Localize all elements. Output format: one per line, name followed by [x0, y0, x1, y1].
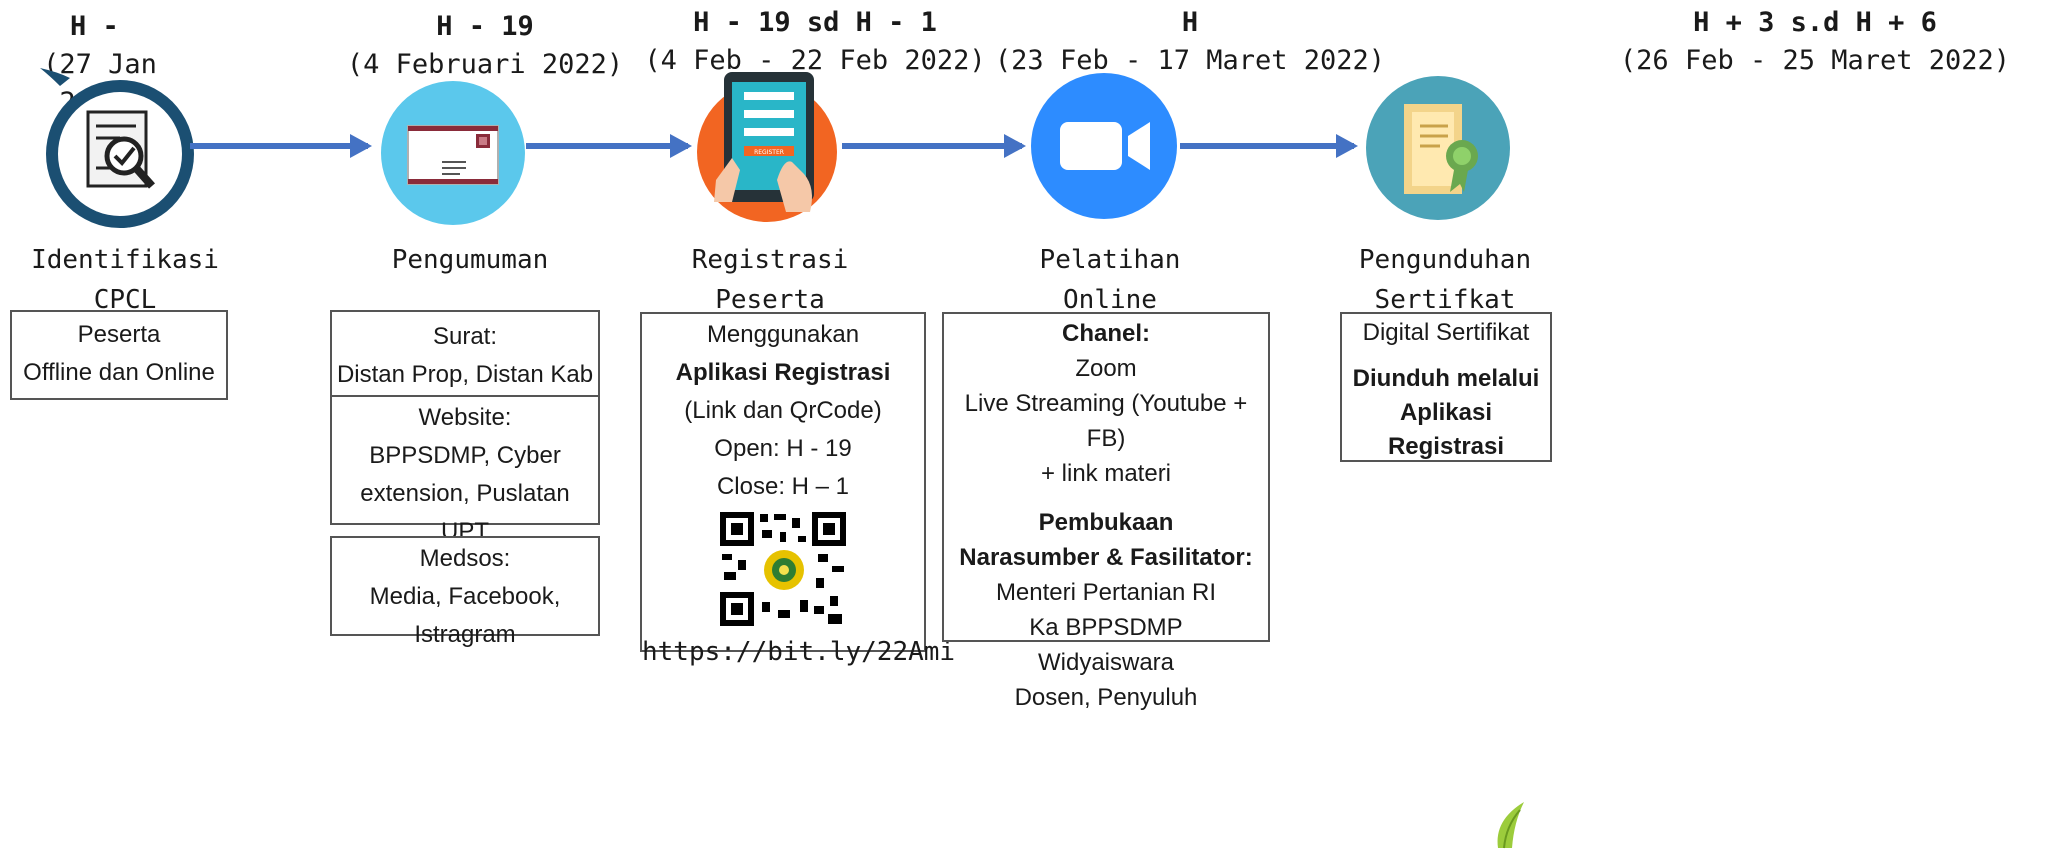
box-sertifikat-bold3: Registrasi: [1387, 433, 1505, 460]
step3-h-label: H - 19 sd H - 1: [693, 7, 937, 38]
arrow-2-3: [526, 134, 692, 158]
step2-h-label: H - 19: [436, 11, 534, 42]
step5-title-line1: Pengunduhan: [1358, 245, 1532, 275]
step2-header: H - 19 (4 Februari 2022): [340, 8, 630, 84]
box-peserta-line1: Peserta: [77, 321, 161, 348]
qr-code-icon: [718, 510, 848, 628]
step4-title: Pelatihan Online: [1010, 240, 1210, 320]
step2-title-line1: Pengumuman: [391, 245, 549, 275]
step3-title-line1: Registrasi: [691, 245, 849, 275]
step5-title-line2: Sertifkat: [1374, 285, 1516, 315]
box-website-line2: BPPSDMP, Cyber: [369, 442, 561, 469]
step3-title-line2: Peserta: [715, 285, 825, 315]
step2-date: (4 Februari 2022): [346, 49, 624, 80]
arrow-3-4: [842, 134, 1026, 158]
step1-title: Identifikasi CPCL: [20, 240, 230, 320]
step5-h-label: H + 3 s.d H + 6: [1693, 7, 1937, 38]
step1-title-line1: Identifikasi: [31, 245, 219, 275]
box-registrasi-bold: Aplikasi Registrasi: [675, 359, 891, 386]
box-sertifikat-bold1: Diunduh melalui: [1352, 365, 1540, 392]
box-surat-line1: Surat:: [432, 323, 498, 350]
tablet-register-icon: REGISTER: [692, 62, 842, 222]
box-pelatihan-person2: Ka BPPSDMP: [1029, 614, 1183, 641]
box-medsos-line2: Media, Facebook,: [369, 583, 561, 610]
zoom-camera-icon: [1030, 72, 1178, 220]
document-magnifier-icon: [40, 68, 196, 228]
box-registrasi-line3: Open: H - 19: [714, 435, 852, 462]
box-pelatihan-chanel-line2: Live Streaming (Youtube + FB): [964, 390, 1248, 452]
step4-title-line1: Pelatihan: [1039, 245, 1181, 275]
box-medsos: Medsos: Media, Facebook, Istragram: [330, 536, 600, 648]
box-sertifikat: Digital Sertifikat Diunduh melalui Aplik…: [1340, 312, 1552, 462]
registration-url[interactable]: https://bit.ly/22Ami: [642, 637, 956, 667]
box-surat: Surat: Distan Prop, Distan Kab: [330, 310, 600, 402]
box-medsos-line1: Medsos:: [419, 545, 511, 572]
box-peserta-line2: Offline dan Online: [23, 359, 215, 386]
box-pelatihan-person3: Widyaiswara: [1037, 649, 1175, 676]
step4-h-label: H: [1181, 7, 1199, 38]
certificate-icon: [1364, 74, 1512, 222]
box-pelatihan: Chanel: Zoom Live Streaming (Youtube + F…: [942, 312, 1270, 711]
box-sertifikat-line1: Digital Sertifikat: [1362, 319, 1530, 346]
arrow-1-2: [190, 134, 372, 158]
box-pelatihan-chanel-label: Chanel:: [1061, 320, 1150, 347]
step2-title: Pengumuman: [350, 240, 590, 280]
step4-header: H (23 Feb - 17 Maret 2022): [970, 4, 1410, 80]
step1-h-label: H -: [70, 11, 119, 42]
box-pelatihan-person4: Dosen, Penyuluh: [1014, 684, 1198, 711]
box-peserta: Peserta Offline dan Online: [10, 310, 228, 400]
step4-title-line2: Online: [1063, 285, 1157, 315]
step3-date: (4 Feb - 22 Feb 2022): [644, 45, 986, 76]
box-pelatihan-bold-line2: Narasumber & Fasilitator:: [959, 544, 1253, 571]
box-sertifikat-bold2: Aplikasi: [1399, 399, 1493, 426]
box-pelatihan-chanel-line1: Zoom: [1075, 355, 1137, 382]
step5-date: (26 Feb - 25 Maret 2022): [1619, 45, 2011, 76]
box-registrasi-line2: (Link dan QrCode): [684, 397, 882, 424]
register-button-text: REGISTER: [754, 149, 784, 156]
step3-title: Registrasi Peserta: [670, 240, 870, 320]
box-registrasi: Menggunakan Aplikasi Registrasi (Link da…: [640, 312, 955, 667]
step4-date: (23 Feb - 17 Maret 2022): [994, 45, 1386, 76]
box-surat-line2: Distan Prop, Distan Kab: [336, 361, 594, 388]
step3-header: H - 19 sd H - 1 (4 Feb - 22 Feb 2022): [630, 4, 1000, 80]
box-website-line3: extension, Puslatan: [360, 480, 570, 507]
step5-title: Pengunduhan Sertifkat: [1340, 240, 1550, 320]
envelope-icon: [380, 80, 526, 226]
box-pelatihan-person1: Menteri Pertanian RI: [995, 579, 1217, 606]
box-website: Website: BPPSDMP, Cyber extension, Pusla…: [330, 395, 600, 545]
box-medsos-line3: Istragram: [414, 621, 516, 648]
box-pelatihan-chanel-line3: + link materi: [1040, 460, 1172, 487]
leaf-logo-icon: [1490, 800, 1530, 850]
step5-header: H + 3 s.d H + 6 (26 Feb - 25 Maret 2022): [1575, 4, 2055, 80]
box-registrasi-line1: Menggunakan: [706, 321, 860, 348]
arrow-4-5: [1180, 134, 1358, 158]
box-website-line1: Website:: [418, 404, 512, 431]
box-registrasi-line4: Close: H – 1: [716, 473, 850, 500]
box-pelatihan-bold-line1: Pembukaan: [1038, 509, 1174, 536]
